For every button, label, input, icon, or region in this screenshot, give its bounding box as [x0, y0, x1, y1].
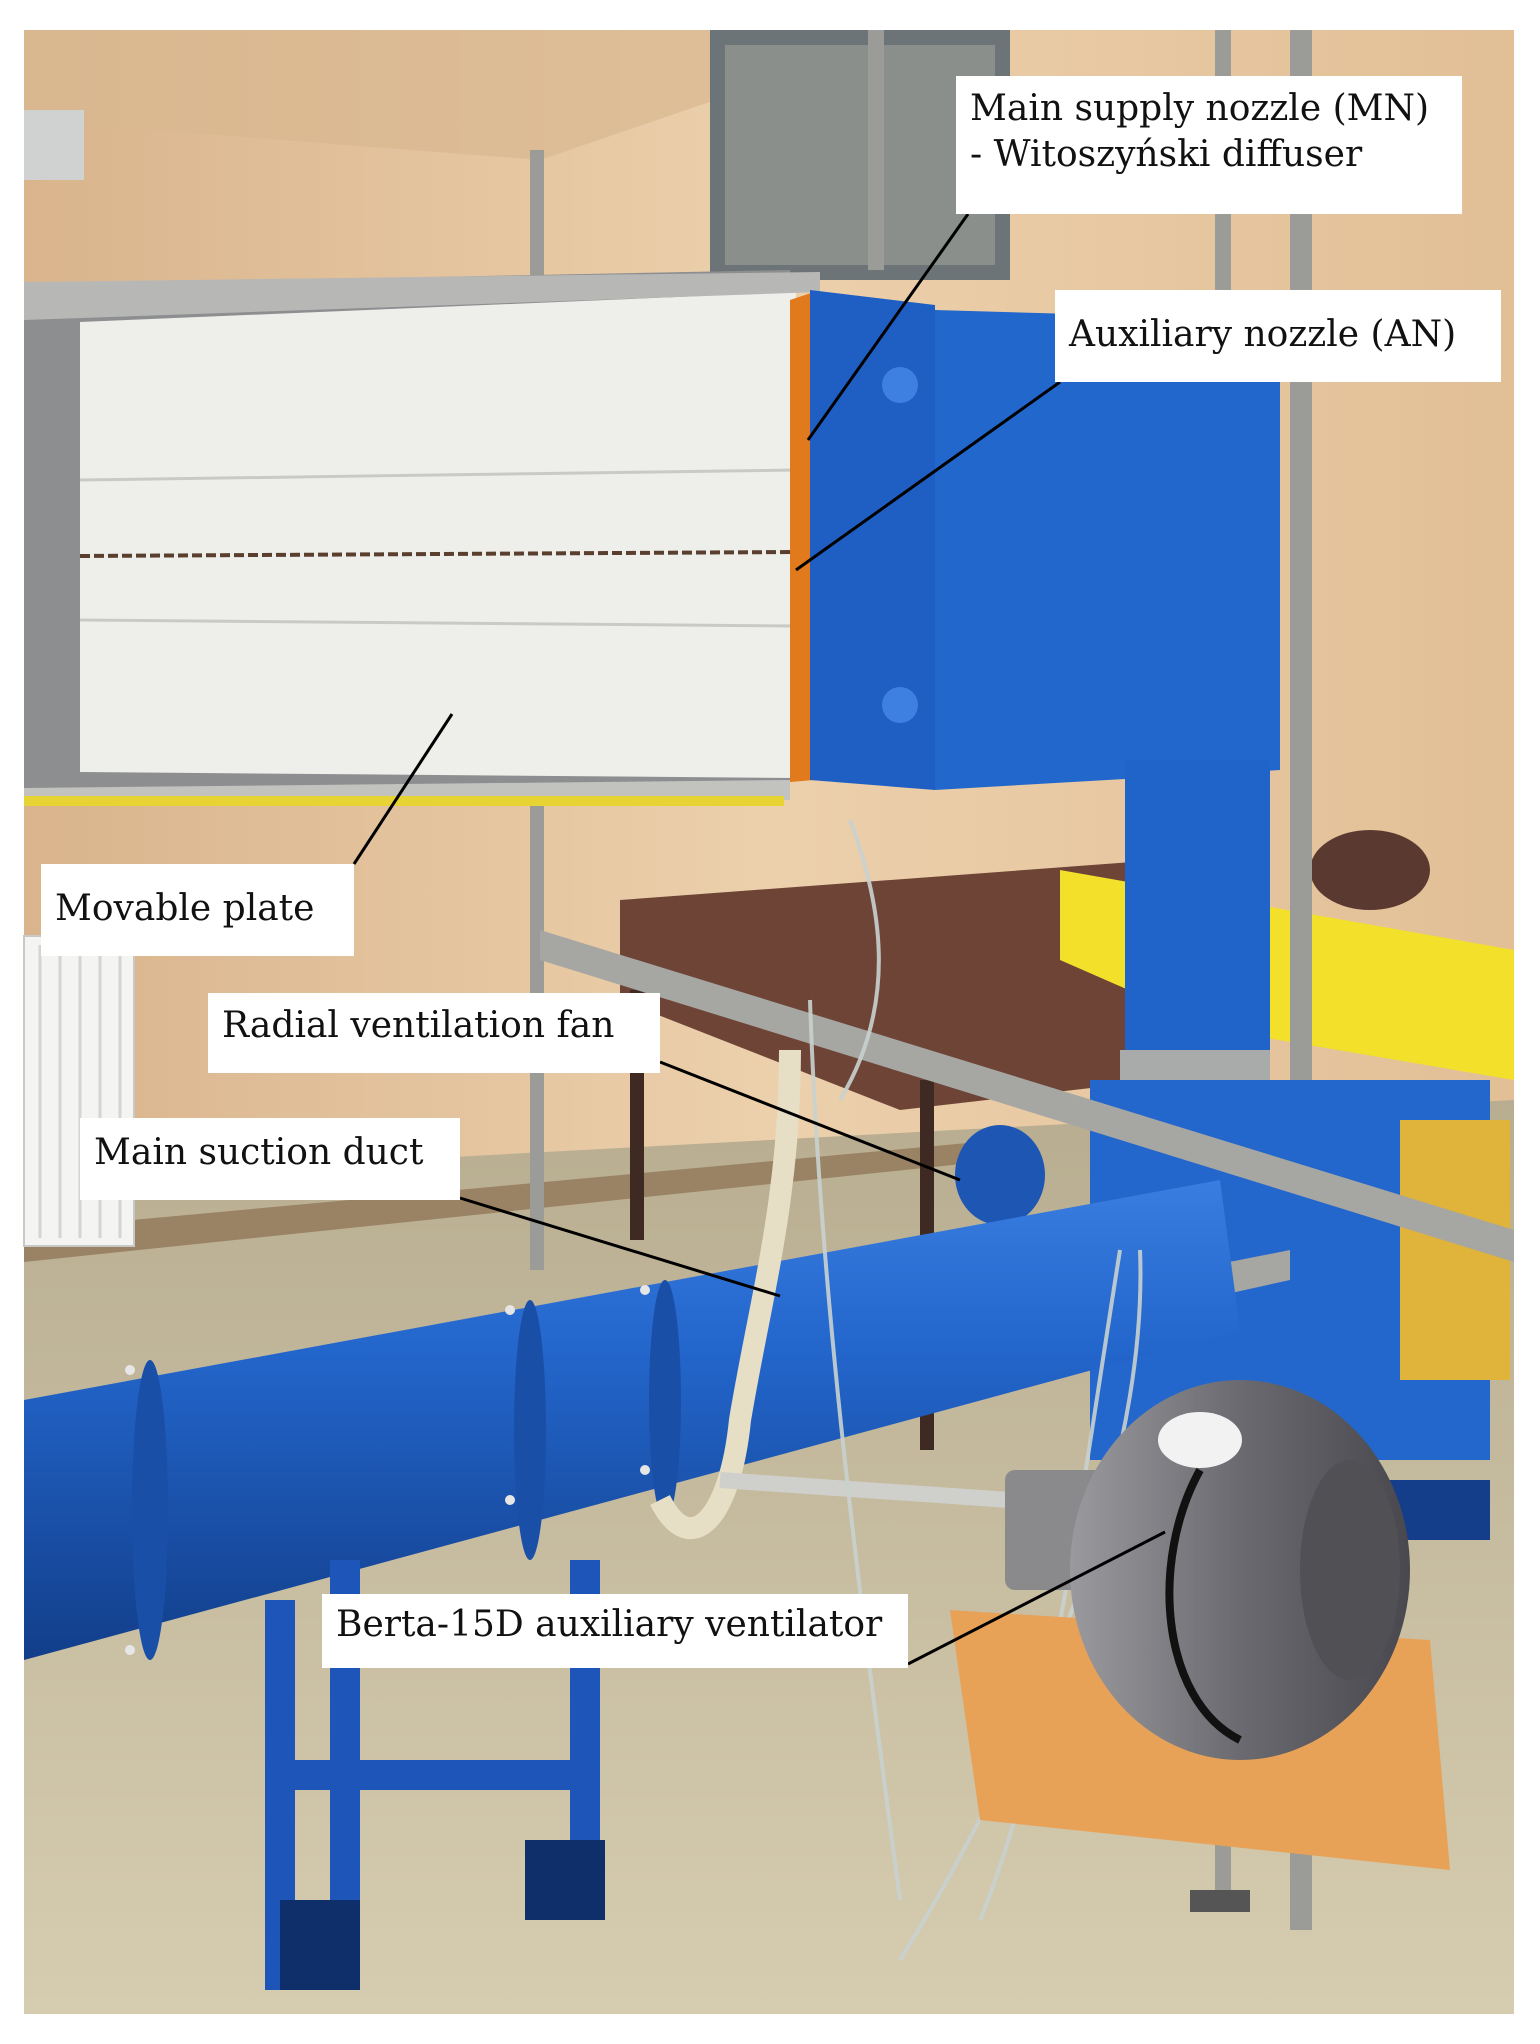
label-main-supply-nozzle-line2: - Witoszyński diffuser	[970, 134, 1363, 175]
label-main-supply-nozzle: Main supply nozzle (MN) - Witoszyński di…	[956, 76, 1462, 214]
label-main-supply-nozzle-line1: Main supply nozzle (MN)	[970, 88, 1430, 129]
label-auxiliary-nozzle: Auxiliary nozzle (AN)	[1055, 290, 1501, 382]
photo-area	[23, 30, 1514, 2014]
callout-leader-lines	[352, 213, 1166, 1666]
label-berta-auxiliary-ventilator: Berta-15D auxiliary ventilator	[322, 1594, 908, 1668]
label-main-suction-duct: Main suction duct	[80, 1118, 460, 1200]
label-radial-ventilation-fan: Radial ventilation fan	[208, 993, 660, 1073]
label-movable-plate: Movable plate	[41, 864, 354, 956]
